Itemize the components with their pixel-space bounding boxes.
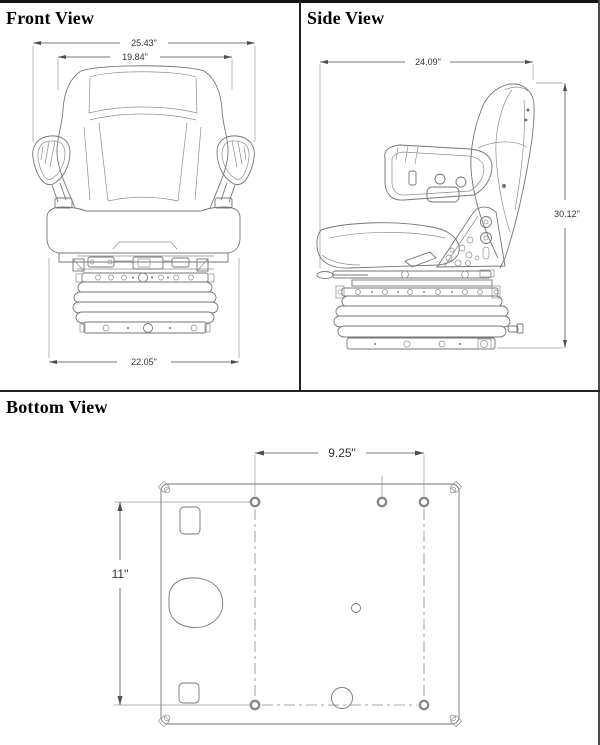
bottom-dim-hole-spacing-depth: 11"	[112, 501, 250, 706]
side-recline-bracket	[436, 206, 506, 268]
plate-cutout-rect-top	[179, 506, 201, 535]
front-backrest	[56, 65, 229, 209]
corner-screw	[158, 481, 170, 493]
corner-screw	[158, 715, 170, 727]
front-dim-overall-width-label: 25.43"	[131, 38, 157, 48]
plate-large-hole	[331, 687, 353, 709]
plate-cutout-blob	[168, 577, 224, 628]
bottom-view-drawing: 9.25" 11"	[112, 446, 462, 727]
mount-hole	[418, 496, 430, 508]
front-dim-overall-width: 25.43"	[32, 38, 256, 142]
side-slide-rails	[316, 269, 495, 287]
side-air-knob	[507, 325, 519, 333]
bottom-view-title: Bottom View	[6, 397, 108, 417]
front-dim-base-width-label: 22.05"	[131, 357, 157, 367]
plate-cutout-rect-bottom	[178, 682, 200, 704]
front-dim-backrest-width: 19.84"	[57, 52, 233, 90]
front-suspension-plate	[75, 272, 215, 283]
side-seat-cushion	[316, 222, 460, 269]
side-dim-height-label: 30.12"	[554, 209, 580, 219]
mount-hole	[249, 699, 261, 711]
side-dim-depth-label: 24.09"	[415, 57, 441, 67]
side-backrest	[470, 83, 535, 269]
front-bellows	[72, 281, 219, 324]
side-base-plate	[346, 337, 496, 350]
plate-small-hole	[351, 603, 361, 613]
front-view-drawing: 25.43" 19.84" 22.05"	[32, 38, 256, 367]
mount-hole	[418, 699, 430, 711]
corner-screw	[450, 715, 462, 727]
panel-divider-vertical	[299, 0, 301, 392]
side-dim-depth: 24.09"	[319, 57, 534, 268]
panel-divider-horizontal	[0, 390, 600, 392]
mount-hole	[376, 496, 388, 508]
side-dim-height: 30.12"	[497, 82, 580, 349]
bottom-dim-hole-spacing-width: 9.25"	[254, 446, 425, 496]
side-view-title: Side View	[307, 8, 385, 28]
front-base-plate	[79, 321, 211, 334]
side-view-drawing: 24.09" 30.12"	[316, 57, 580, 350]
bottom-dim-hole-spacing-depth-label: 11"	[112, 567, 129, 581]
side-armrest	[384, 144, 493, 203]
corner-screw	[450, 481, 462, 493]
mount-hole	[249, 496, 261, 508]
front-suspension-mechanism	[72, 255, 214, 272]
front-dim-base-width: 22.05"	[48, 258, 240, 367]
sheet-border-right	[598, 0, 600, 745]
side-bellows	[333, 295, 524, 338]
front-view-title: Front View	[6, 8, 95, 28]
side-adjust-lever-knob	[316, 271, 334, 279]
bottom-mounting-plate	[158, 476, 462, 727]
front-dim-backrest-width-label: 19.84"	[122, 52, 148, 62]
front-armrest-left	[32, 135, 73, 209]
bottom-dim-hole-spacing-width-label: 9.25"	[328, 446, 356, 460]
front-seat-cushion	[46, 206, 241, 263]
front-armrest-right	[214, 135, 255, 209]
